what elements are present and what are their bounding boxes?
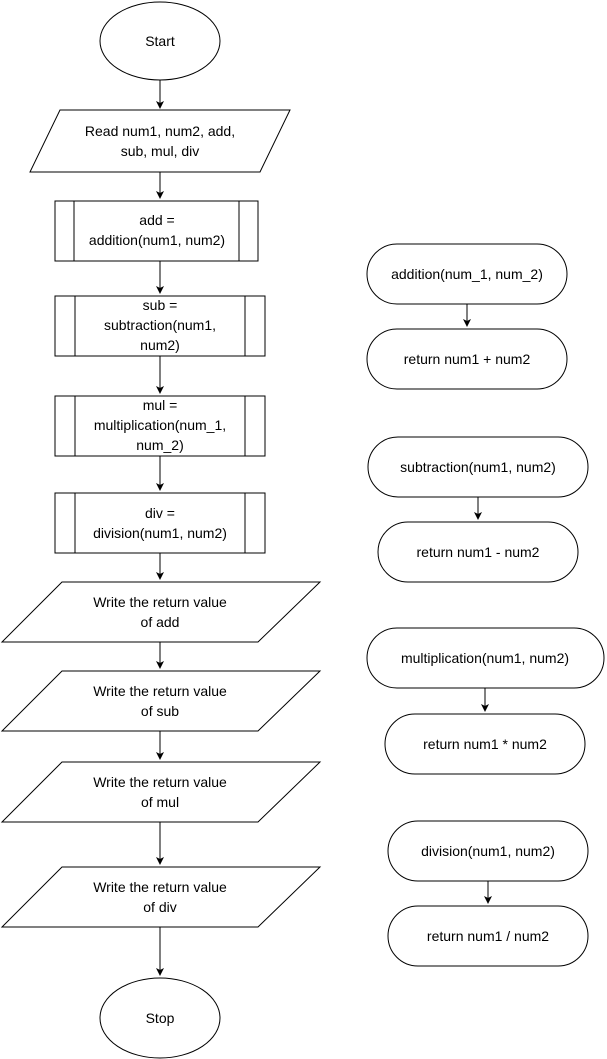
add-process-node: add = addition(num1, num2) [54,200,259,262]
write-div-node: Write the return value of div [0,866,322,928]
mul-process-line-1: mul = [143,397,178,413]
write-sub-node: Write the return value of sub [0,670,322,732]
sub-process-node: sub = subtraction(num1, num2) [54,295,266,357]
write-add-line-2: of add [141,614,180,630]
mul-process-line-2: multiplication(num_1, [94,417,226,433]
function-addition: addition(num_1, num_2) return num1 + num… [366,243,568,390]
multiplication-body: return num1 * num2 [423,736,547,752]
start-label: Start [145,33,175,49]
div-process-line-1: div = [145,505,175,521]
write-mul-line-1: Write the return value [93,774,227,790]
multiplication-header: multiplication(num1, num2) [401,650,569,666]
div-process-node: div = division(num1, num2) [54,492,266,554]
write-sub-line-1: Write the return value [93,683,227,699]
div-process-line-2: division(num1, num2) [93,525,227,541]
subtraction-header: subtraction(num1, num2) [400,459,556,475]
write-div-line-1: Write the return value [93,879,227,895]
sub-process-line-3: num2) [140,337,180,353]
stop-node: Stop [99,977,221,1059]
mul-process-node: mul = multiplication(num_1, num_2) [54,395,266,457]
write-sub-line-2: of sub [141,703,179,719]
sub-process-line-1: sub = [143,297,178,313]
mul-process-line-3: num_2) [136,437,183,453]
addition-body: return num1 + num2 [404,351,531,367]
read-label-line-2: sub, mul, div [121,143,200,159]
write-mul-line-2: of mul [141,794,179,810]
write-add-line-1: Write the return value [93,594,227,610]
stop-label: Stop [146,1010,175,1026]
function-multiplication: multiplication(num1, num2) return num1 *… [366,627,605,775]
function-division: division(num1, num2) return num1 / num2 [387,820,589,967]
subtraction-body: return num1 - num2 [417,544,540,560]
add-process-line-2: addition(num1, num2) [89,232,225,248]
function-subtraction: subtraction(num1, num2) return num1 - nu… [367,436,589,583]
write-add-node: Write the return value of add [0,581,322,643]
read-label-line-1: Read num1, num2, add, [85,123,235,139]
division-body: return num1 / num2 [427,928,549,944]
add-process-line-1: add = [139,212,174,228]
start-node: Start [99,1,221,81]
division-header: division(num1, num2) [421,843,555,859]
sub-process-line-2: subtraction(num1, [104,317,216,333]
read-input-node: Read num1, num2, add, sub, mul, div [29,109,291,173]
write-mul-node: Write the return value of mul [0,761,322,823]
write-div-line-2: of div [143,899,176,915]
addition-header: addition(num_1, num_2) [391,266,543,282]
